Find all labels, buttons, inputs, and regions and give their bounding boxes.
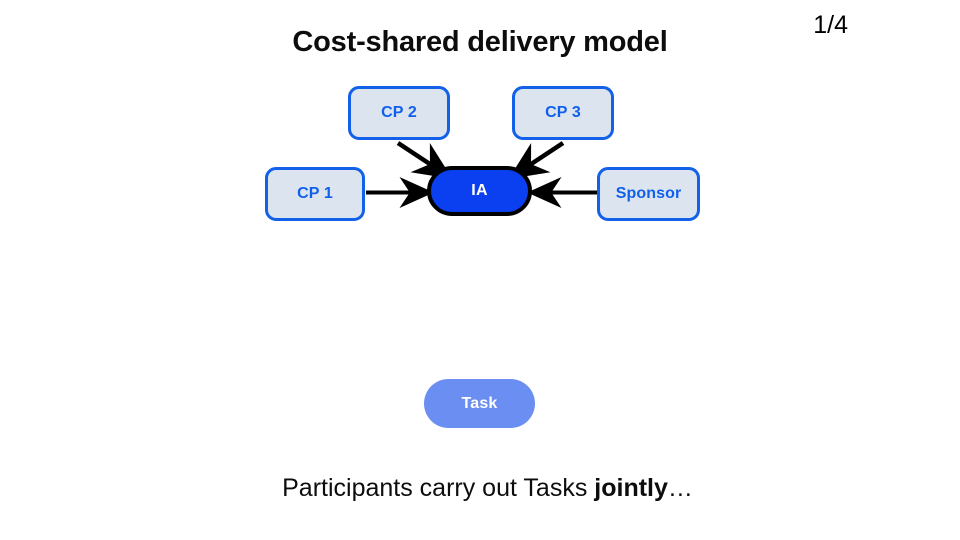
page-indicator: 1/4 <box>813 11 848 39</box>
caption-trailing-text: … <box>667 474 693 502</box>
diagram-node-cp3-label: CP 3 <box>545 104 581 121</box>
diagram-node-task[interactable]: Task <box>424 379 535 428</box>
diagram-node-cp3[interactable]: CP 3 <box>512 86 614 140</box>
caption-emphasis-text: jointly <box>594 474 668 502</box>
diagram-node-task-label: Task <box>461 394 498 412</box>
diagram-node-sponsor[interactable]: Sponsor <box>597 167 700 221</box>
delivery-model-diagram: CP 1 CP 2 CP 3 Sponsor IA Task <box>265 86 700 428</box>
diagram-node-cp2[interactable]: CP 2 <box>348 86 450 140</box>
diagram-node-cp1[interactable]: CP 1 <box>265 167 365 221</box>
diagram-node-ia[interactable]: IA <box>427 166 532 216</box>
page-title: Cost-shared delivery model <box>292 26 668 58</box>
diagram-node-sponsor-label: Sponsor <box>615 185 682 202</box>
caption-lead-text: Participants carry out Tasks <box>282 474 595 502</box>
slide-caption: Participants carry out Tasks jointly… <box>0 474 960 503</box>
diagram-node-ia-label: IA <box>471 182 488 199</box>
diagram-node-cp2-label: CP 2 <box>381 104 417 121</box>
diagram-node-cp1-label: CP 1 <box>297 185 333 202</box>
